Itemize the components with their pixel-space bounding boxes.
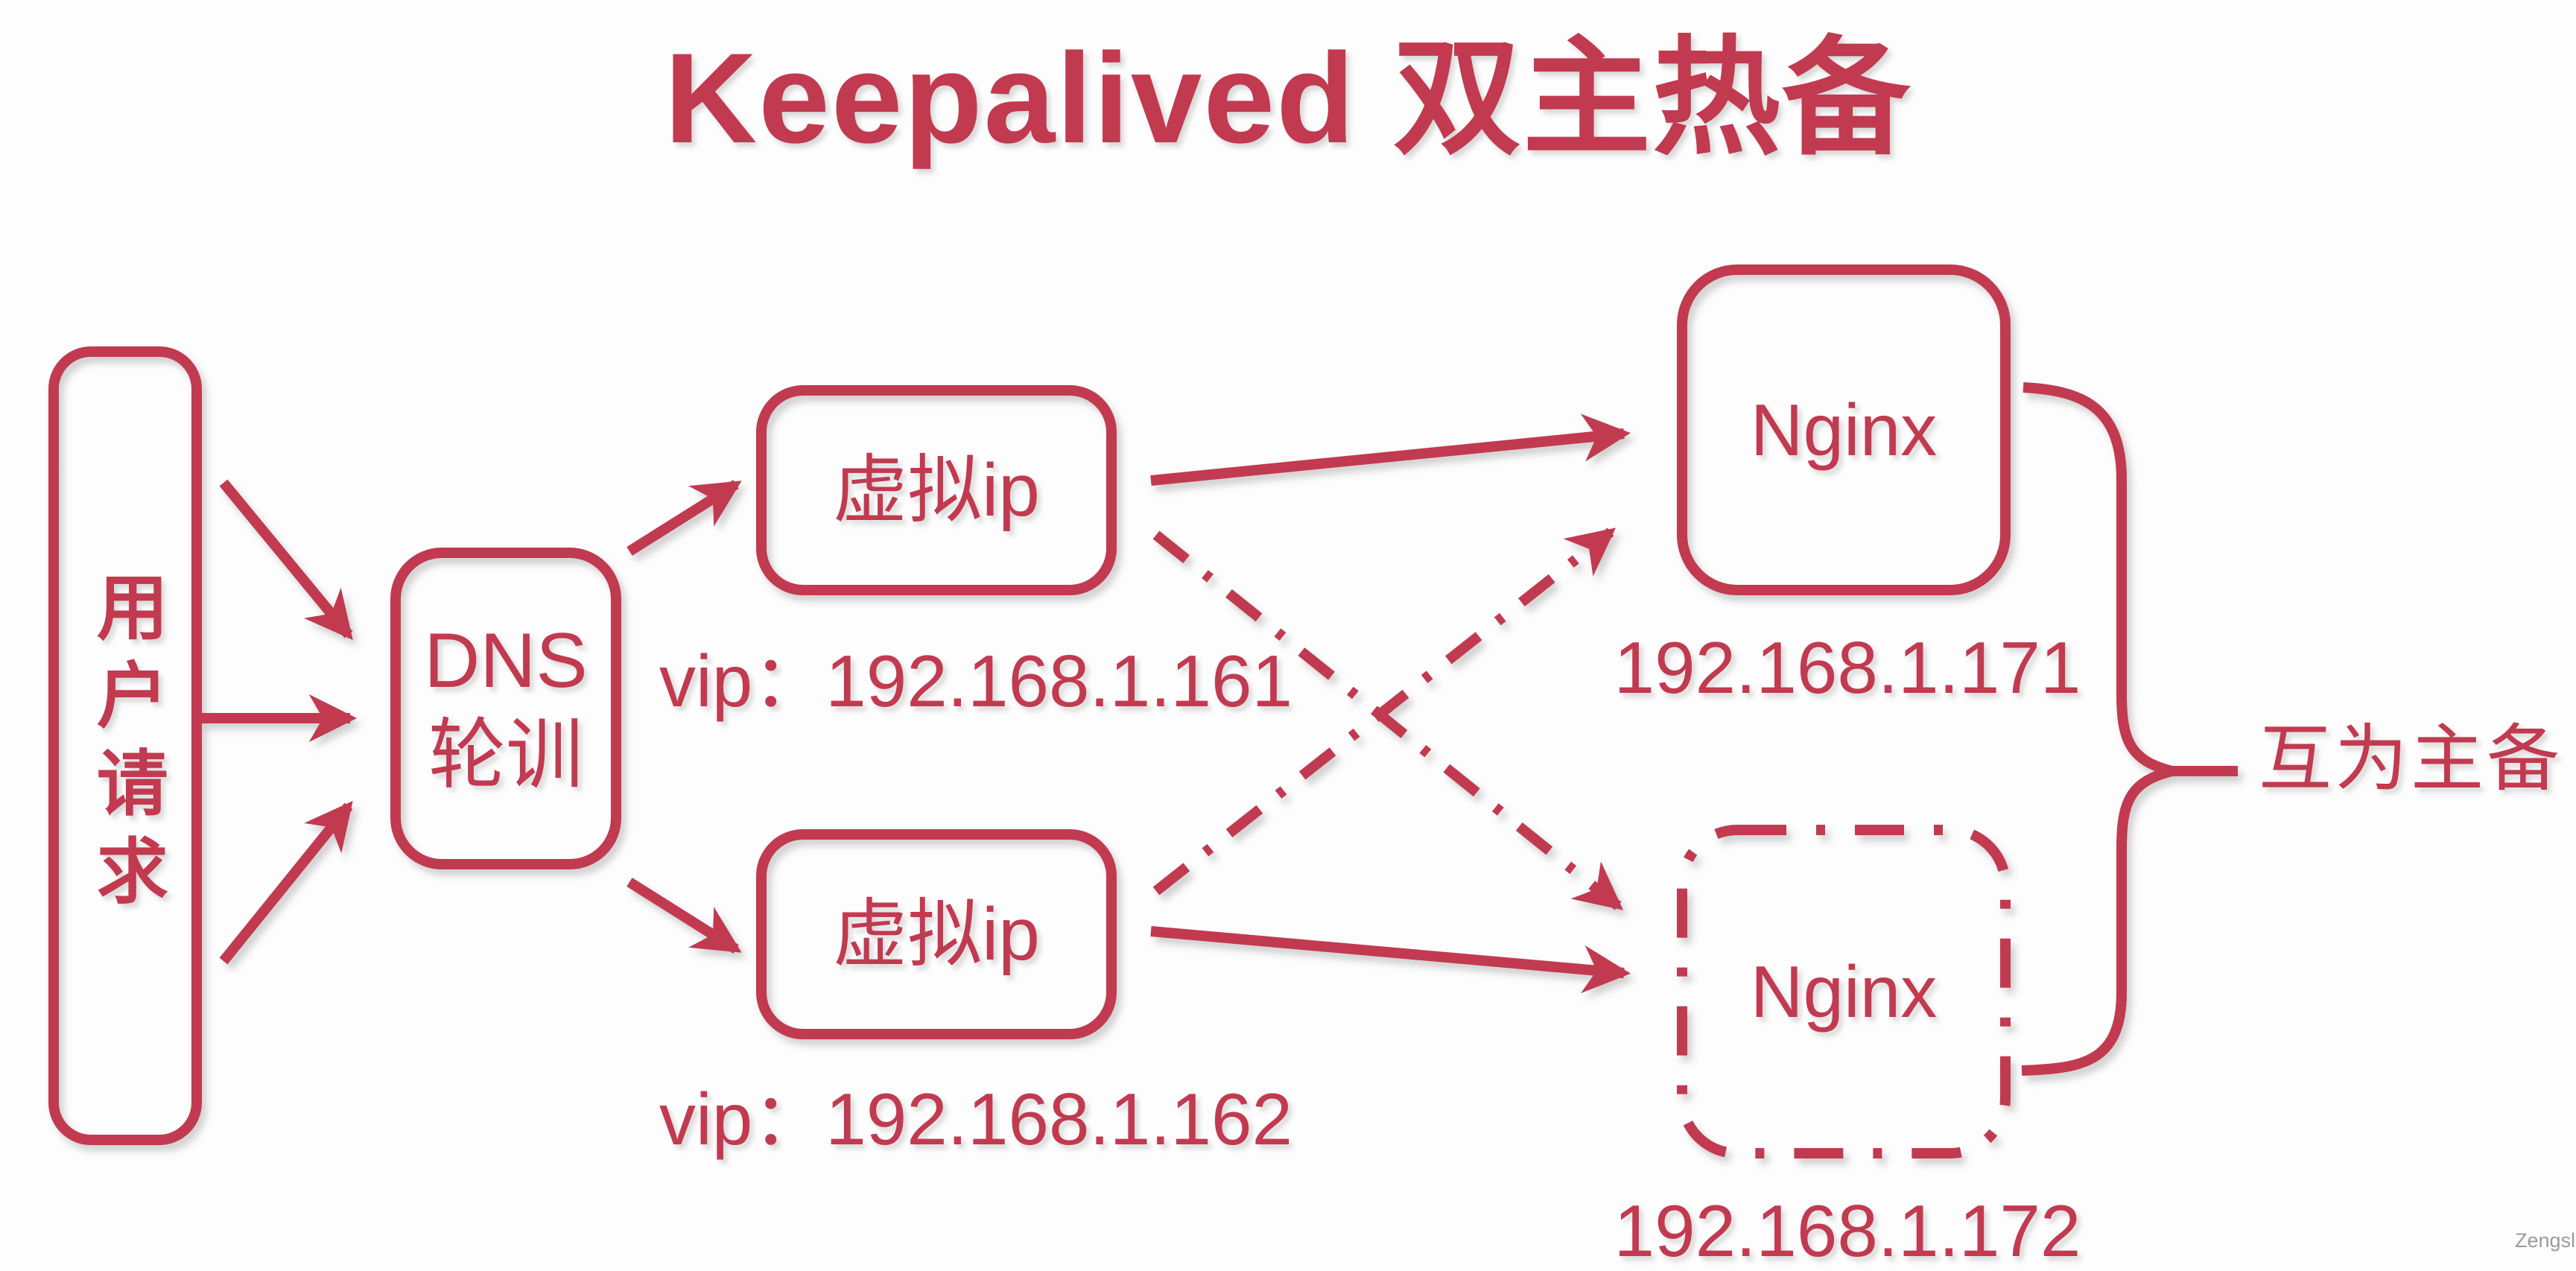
dns-label: DNS 轮训 (396, 553, 616, 864)
vip-top-box (756, 385, 1117, 595)
dns-label-line2: 轮训 (428, 712, 583, 799)
dns-box (390, 548, 621, 869)
user-request-label: 用户请求 (86, 570, 166, 922)
arrow-vip-bottom-to-nginx-top-dashdot (1152, 527, 1617, 896)
watermark-text: Zengsl (2515, 1229, 2576, 1252)
vip-bottom-address: vip：192.168.1.162 (659, 1078, 1292, 1160)
page-title: Keepalived 双主热备 (664, 27, 1912, 170)
arrow-vip-top-to-nginx-top (1150, 413, 1631, 486)
brace-nginx-group (2021, 382, 2174, 1076)
arrow-user-to-dns-bottom (219, 800, 353, 965)
nginx-top-label: Nginx (1750, 388, 1938, 471)
nginx-bottom-label: Nginx (1750, 950, 1938, 1033)
vip-top-address: vip：192.168.1.161 (659, 640, 1292, 722)
user-request-box (48, 346, 202, 1145)
vip-bottom-box (756, 829, 1117, 1039)
arrow-vip-top-to-nginx-bottom-dashdot (1152, 530, 1624, 910)
vip-top-label: 虚拟ip (833, 448, 1040, 532)
arrow-dns-to-vip-top (626, 480, 742, 556)
brace-label: 互为主备 (2259, 717, 2563, 799)
nginx-top-address: 192.168.1.171 (1614, 627, 2081, 709)
dns-label-line1: DNS (424, 618, 588, 705)
vip-bottom-label: 虚拟ip (833, 892, 1040, 976)
nginx-bottom-address: 192.168.1.172 (1614, 1190, 2081, 1271)
arrow-user-to-dns-top (219, 479, 353, 640)
arrow-vip-bottom-to-nginx-bottom (1150, 926, 1631, 994)
arrow-dns-to-vip-bottom (626, 878, 742, 954)
nginx-top-box (1677, 264, 2011, 595)
